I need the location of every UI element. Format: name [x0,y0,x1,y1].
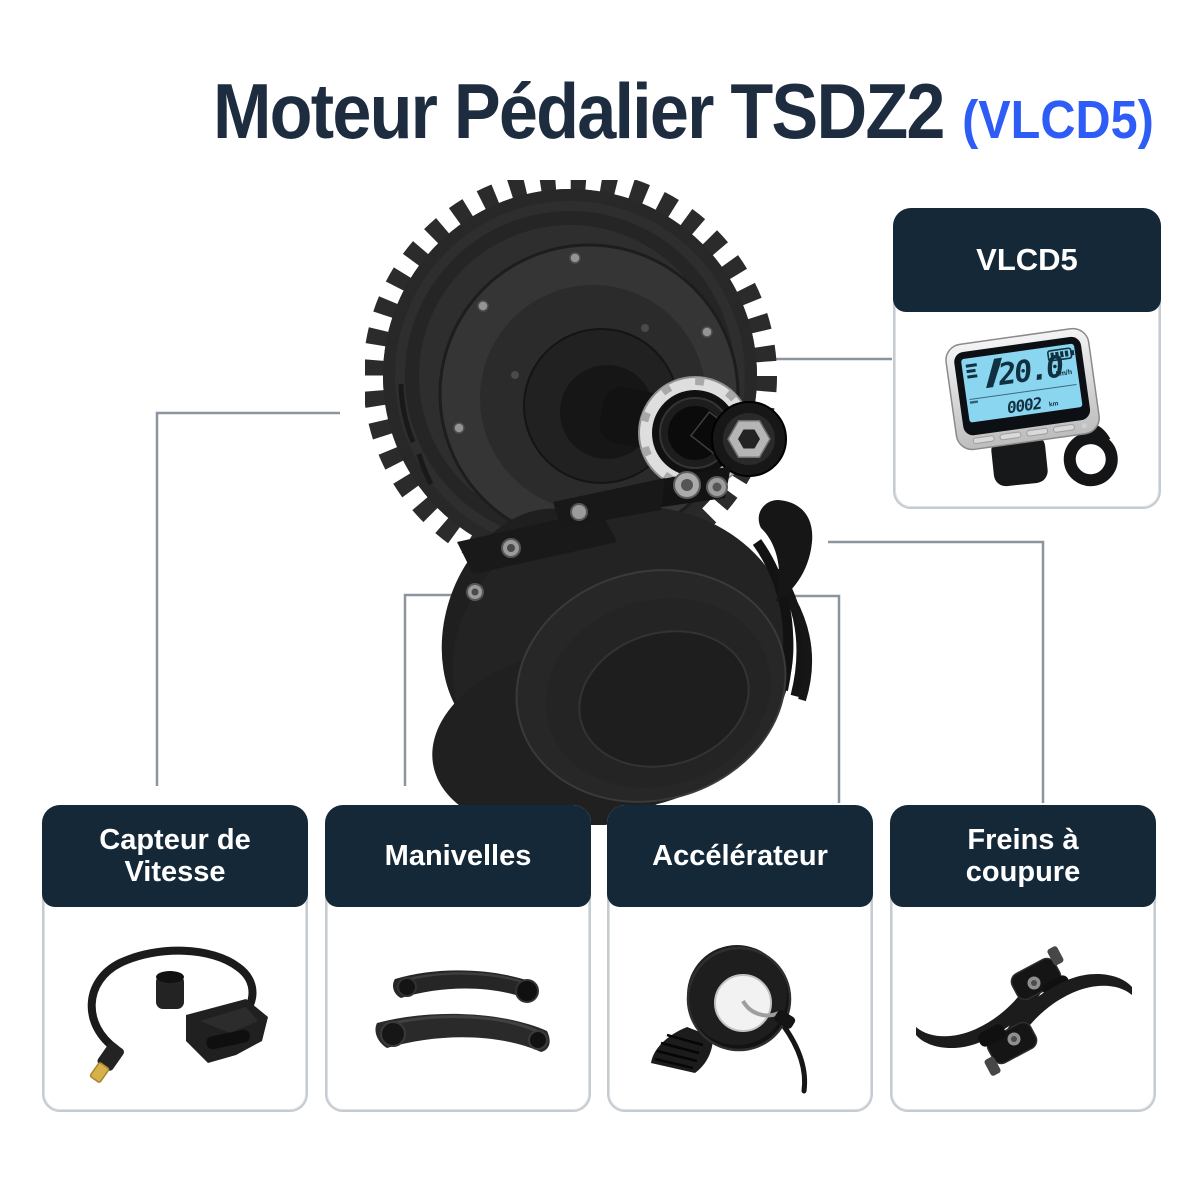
motor-housing [432,500,813,825]
card-speed-sensor: Capteur de Vitesse [42,805,308,1112]
vlcd5-display-image: 20.0 km/h 0002 km [945,327,1118,487]
axle-assembly [553,376,787,528]
card-speed-sensor-label-line2: Vitesse [124,856,226,888]
card-cutoff-brakes-label-line2: coupure [965,856,1081,888]
card-throttle: Accélérateur [607,805,873,1112]
display-card: VLCD5 20.0 [893,208,1161,509]
cranks-image [375,970,550,1052]
card-throttle-label-line1: Accélérateur [652,839,828,872]
card-throttle-header: Accélérateur [607,805,873,907]
sensor-connector [89,1042,124,1083]
motor-image [365,180,813,825]
lcd-speed-unit: km/h [1055,369,1072,378]
card-cranks: Manivelles [325,805,591,1112]
card-cranks-label-line1: Manivelles [384,839,532,872]
page-title-main: Moteur Pédalier TSDZ2 [213,67,945,155]
brake-lever-right [975,973,1133,1078]
card-cutoff-brakes-header: Freins à coupure [890,805,1156,907]
connector-line-brakes [828,540,1045,803]
display-buttons [972,423,1087,445]
sensor-magnet [156,971,184,1009]
speed-sensor-image [87,946,268,1083]
display-card-header: VLCD5 [893,208,1161,312]
lcd-odometer-unit: km [1049,400,1059,408]
card-speed-sensor-header: Capteur de Vitesse [42,805,308,907]
throttle-paddle [651,1027,713,1073]
throttle-ring [686,945,796,1052]
display-card-title: VLCD5 [976,241,1078,277]
crank-arm-bottom [375,1013,550,1052]
lcd-odometer-value: 0002 [1006,394,1043,418]
card-cutoff-brakes: Freins à coupure [890,805,1156,1112]
frame-hook [758,500,813,602]
card-speed-sensor-label-line1: Capteur de [99,823,251,856]
crank-arm-top [393,970,539,1003]
card-cranks-header: Manivelles [325,805,591,907]
sensor-body [186,999,268,1063]
crank-bolt [711,401,787,477]
page-title: Moteur Pédalier TSDZ2 (VLCD5) [60,66,1154,162]
throttle-cable [780,1022,808,1094]
throttle-image [651,945,808,1094]
cutoff-brakes-image [915,944,1133,1078]
page-title-suffix: (VLCD5) [962,90,1154,150]
connector-line-speed-sensor [155,411,340,786]
card-cutoff-brakes-label-line1: Freins à [967,823,1079,856]
